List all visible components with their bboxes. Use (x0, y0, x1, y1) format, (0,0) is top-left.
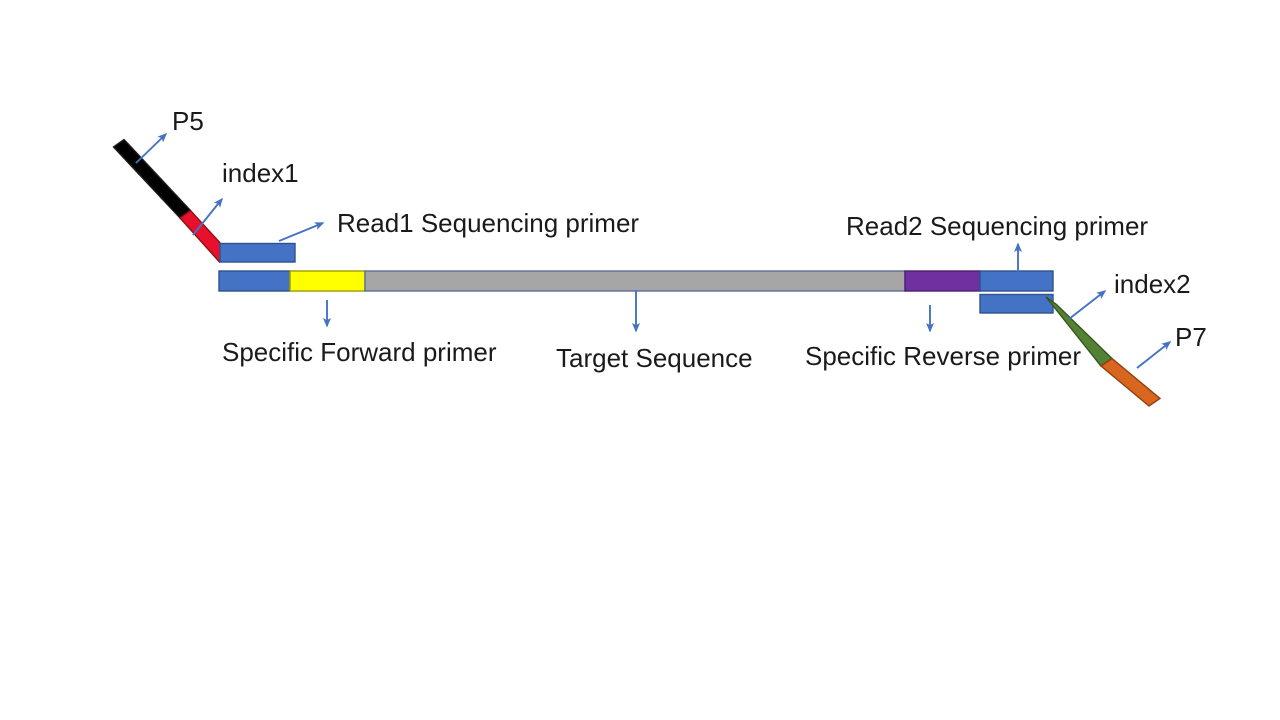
read1-sequencing-primer-bar (219, 242, 296, 263)
label-specific-forward-primer: Specific Forward primer (222, 337, 497, 367)
index2-pointer-arrow (1068, 290, 1107, 320)
label-specific-reverse-primer: Specific Reverse primer (805, 341, 1081, 371)
read1-pointer-arrow (278, 222, 325, 242)
specific-reverse-primer-segment (904, 270, 981, 292)
p7-adapter-segment (1099, 357, 1162, 407)
read2-sequencing-primer-bar (979, 293, 1054, 314)
main-construct-bar (218, 270, 1054, 292)
target-sequence-segment (364, 270, 906, 292)
specific-forward-primer-segment (218, 270, 291, 292)
label-index1: index1 (222, 158, 299, 188)
label-target-sequence: Target Sequence (556, 343, 753, 373)
p5-pointer-arrow (135, 132, 168, 164)
label-read1-sequencing-primer: Read1 Sequencing primer (337, 208, 640, 238)
label-p7: P7 (1175, 322, 1207, 352)
forward-tag-segment (289, 270, 366, 292)
read2-primer-segment (979, 270, 1054, 292)
p7-pointer-arrow (1136, 341, 1172, 369)
label-index2: index2 (1114, 269, 1191, 299)
label-read2-sequencing-primer: Read2 Sequencing primer (846, 211, 1149, 241)
index1-pointer-arrow (192, 197, 223, 236)
label-p5: P5 (172, 106, 204, 136)
p5-adapter-segment (112, 138, 192, 219)
